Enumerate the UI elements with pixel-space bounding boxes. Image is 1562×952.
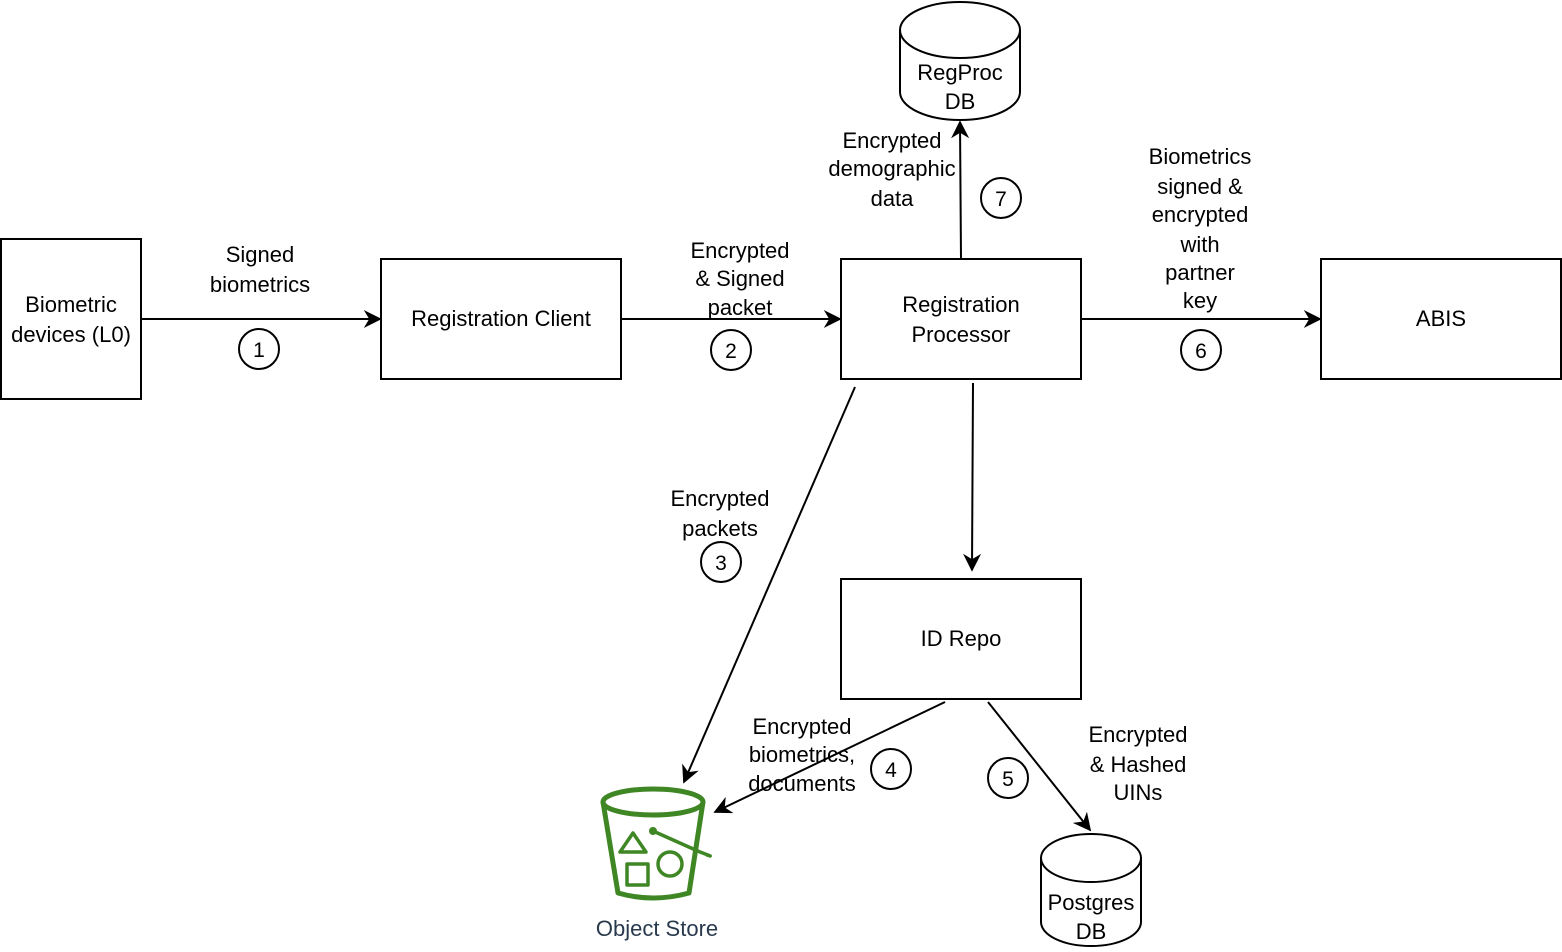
edge-6-label: Biometrics signed & encrypted with partn…	[1149, 144, 1252, 313]
database-cylinder-icon	[899, 1, 1021, 121]
svg-text:& Hashed: & Hashed	[1090, 752, 1187, 777]
edge-7	[951, 120, 970, 260]
biometric-devices-label-line2: devices (L0)	[11, 322, 131, 347]
biometric-devices-node: Biometric devices (L0)	[0, 238, 142, 400]
edge-4-label: Encrypted biometrics, documents	[748, 714, 856, 796]
step-4-badge: 4	[870, 748, 912, 790]
svg-text:Encrypted: Encrypted	[690, 238, 789, 263]
svg-text:1: 1	[253, 339, 265, 362]
edge-3	[682, 386, 856, 784]
svg-text:Encrypted: Encrypted	[1088, 722, 1187, 747]
svg-text:key: key	[1183, 288, 1217, 313]
postgres-db-node: Postgres DB	[1040, 833, 1142, 947]
registration-client-node: Registration Client	[380, 258, 622, 380]
svg-text:encrypted: encrypted	[1152, 202, 1249, 227]
svg-text:documents: documents	[748, 771, 856, 796]
abis-label: ABIS	[1416, 306, 1466, 331]
svg-text:Encrypted: Encrypted	[670, 486, 769, 511]
postgres-db-label-line1: Postgres	[1048, 890, 1135, 915]
svg-text:partner: partner	[1165, 260, 1235, 285]
svg-text:demographic: demographic	[828, 156, 955, 181]
regproc-db-label-line1: RegProc	[917, 60, 1003, 85]
svg-text:Encrypted: Encrypted	[842, 128, 941, 153]
registration-processor-label-line2: Processor	[911, 322, 1010, 347]
svg-text:3: 3	[715, 552, 727, 575]
svg-text:signed &: signed &	[1157, 174, 1243, 199]
edge-1-label: Signed biometrics	[210, 242, 310, 297]
svg-text:with: with	[1179, 232, 1219, 257]
step-3-badge: 3	[700, 541, 742, 583]
edge-4	[713, 701, 946, 814]
step-5-badge: 5	[987, 757, 1029, 799]
registration-processor-node: Registration Processor	[840, 258, 1082, 380]
svg-text:UINs: UINs	[1114, 780, 1163, 805]
svg-text:Encrypted: Encrypted	[752, 714, 851, 739]
postgres-db-label-line2: DB	[1076, 919, 1107, 944]
step-7-badge: 7	[980, 177, 1022, 219]
edge-3-label: Encrypted packets	[670, 486, 769, 541]
step-2-badge: 2	[710, 329, 752, 371]
svg-text:Biometrics: Biometrics	[1149, 144, 1252, 169]
svg-text:2: 2	[725, 340, 737, 363]
svg-text:& Signed: & Signed	[695, 266, 784, 291]
registration-processor-label-line1: Registration	[902, 292, 1019, 317]
svg-text:7: 7	[995, 188, 1007, 211]
edge-idrepo	[963, 382, 982, 572]
regproc-db-label-line2: DB	[945, 89, 976, 114]
registration-client-label: Registration Client	[411, 306, 591, 331]
svg-text:data: data	[871, 186, 915, 211]
database-cylinder-icon	[1040, 833, 1142, 947]
id-repo-node: ID Repo	[840, 578, 1082, 700]
step-6-badge: 6	[1180, 329, 1222, 371]
bucket-icon	[600, 786, 712, 901]
edge-5-label: Encrypted & Hashed UINs	[1088, 722, 1187, 805]
svg-text:4: 4	[885, 759, 897, 782]
svg-text:6: 6	[1195, 340, 1207, 363]
edge-2-label: Encrypted & Signed packet	[690, 238, 789, 320]
edge-5	[987, 701, 1092, 832]
object-store-node: Object Store	[596, 786, 718, 941]
abis-node: ABIS	[1320, 258, 1562, 380]
svg-text:biometrics: biometrics	[210, 272, 310, 297]
step-1-badge: 1	[238, 328, 280, 370]
svg-text:Signed: Signed	[226, 242, 295, 267]
svg-text:packet: packet	[708, 295, 773, 320]
svg-text:packets: packets	[682, 516, 758, 541]
svg-text:biometrics,: biometrics,	[749, 742, 855, 767]
regproc-db-node: RegProc DB	[899, 1, 1021, 121]
id-repo-label: ID Repo	[921, 626, 1002, 651]
edge-7-label: Encrypted demographic data	[828, 128, 955, 211]
svg-text:5: 5	[1002, 768, 1014, 791]
object-store-label: Object Store	[596, 916, 718, 941]
biometric-devices-label-line1: Biometric	[25, 292, 117, 317]
